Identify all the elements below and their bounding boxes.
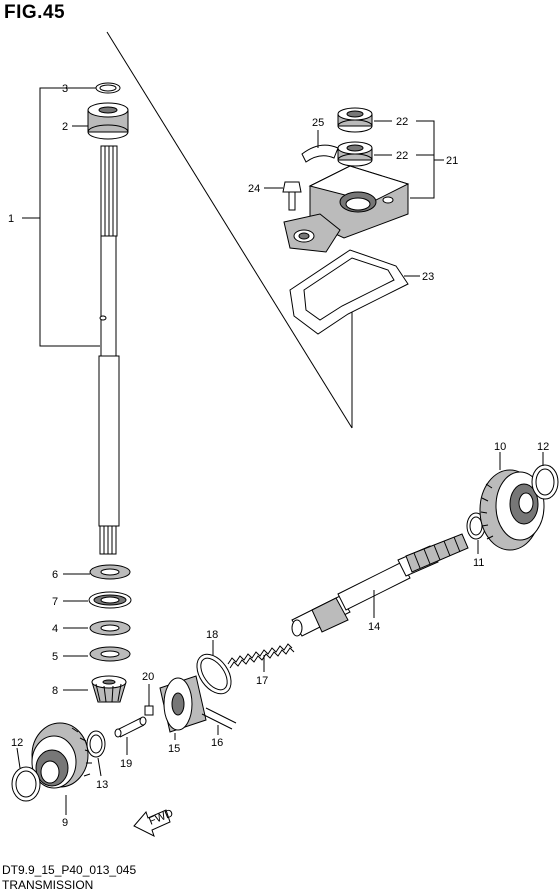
figure-code: DT9.9_15_P40_013_045 (2, 863, 137, 877)
bracket-part-21 (410, 120, 435, 199)
part-22-oil-seal-upper (337, 107, 373, 133)
part-12-shim-right-inner (535, 468, 555, 496)
figure-caption: TRANSMISSION (2, 878, 94, 892)
callout-11: 11 (473, 557, 484, 569)
callout-10: 10 (494, 441, 506, 453)
part-8-pinion-gear (91, 675, 127, 703)
part-22-oil-seal-lower (337, 141, 373, 167)
figure-title: FIG.45 (4, 2, 66, 23)
part-2-bearing (87, 102, 129, 140)
callout-24: 24 (248, 183, 260, 195)
part-18-ring (196, 653, 232, 695)
callout-16: 16 (211, 737, 223, 749)
part-20-pin (144, 705, 154, 716)
callout-9: 9 (62, 817, 68, 829)
callout-21: 21 (446, 155, 458, 167)
part-24-bolt (282, 181, 302, 211)
part-10-forward-gear (479, 469, 545, 551)
part-1-drive-shaft (98, 145, 120, 555)
leader-12-left (16, 747, 21, 769)
callout-15: 15 (168, 743, 180, 755)
part-4-washer-hole (100, 624, 120, 632)
callout-22-lower: 22 (396, 150, 408, 162)
callout-13: 13 (96, 779, 108, 791)
part-3-circlip-inner (99, 84, 117, 92)
part-9-reverse-gear (31, 722, 92, 789)
part-6-shim-hole (100, 568, 120, 576)
part-16-pin-bottom (201, 713, 233, 730)
part-14-propeller-shaft (291, 533, 469, 637)
callout-3: 3 (62, 83, 68, 95)
part-16-pin-top (205, 707, 237, 724)
callout-1: 1 (8, 213, 14, 225)
leader-13 (97, 757, 102, 777)
callout-7: 7 (52, 596, 58, 608)
callout-5: 5 (52, 651, 58, 663)
part-19-push-rod (114, 716, 147, 738)
callout-4: 4 (52, 623, 58, 635)
guide-line-diagonal (106, 31, 353, 429)
part-13-shim-inner (89, 734, 103, 754)
callout-19: 19 (120, 758, 132, 770)
callout-8: 8 (52, 685, 58, 697)
callout-20: 20 (142, 671, 154, 683)
callout-23: 23 (422, 271, 434, 283)
callout-17: 17 (256, 675, 268, 687)
part-23-gasket-inner (303, 257, 395, 321)
callout-2: 2 (62, 121, 68, 133)
part-18-ring-inner (200, 657, 228, 691)
callout-18: 18 (206, 629, 218, 641)
callout-25: 25 (312, 117, 324, 129)
part-5-shim-hole (100, 650, 120, 658)
part-7-thrust-bearing (88, 591, 132, 609)
part-15-clutch-dog (159, 675, 207, 733)
callout-12-right: 12 (537, 441, 549, 453)
part-25-retainer (301, 144, 339, 163)
bracket-part-1 (39, 87, 100, 347)
part-17-spring (227, 643, 295, 669)
part-12-shim-left-inner (15, 770, 37, 798)
fwd-direction-arrow: FWD (133, 807, 175, 837)
callout-12-left: 12 (11, 737, 23, 749)
part-21-housing (283, 165, 410, 253)
callout-22-upper: 22 (396, 116, 408, 128)
callout-14: 14 (368, 621, 380, 633)
callout-6: 6 (52, 569, 58, 581)
part-23-gasket (289, 249, 409, 335)
